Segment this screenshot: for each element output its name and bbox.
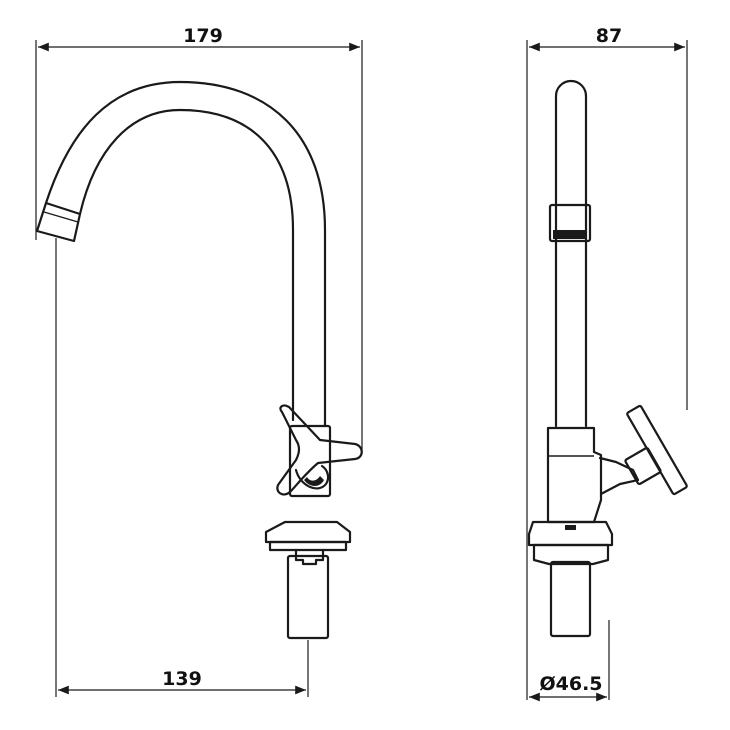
- dimension-label-139: 139: [162, 668, 202, 690]
- side-threaded-shank: [549, 560, 592, 638]
- side-view: 87 Ø46.5: [526, 25, 688, 702]
- side-handle-disc: [626, 404, 688, 496]
- dimension-179: 179: [35, 25, 363, 450]
- side-aerator: [548, 203, 592, 243]
- side-spout-tube: [554, 79, 588, 428]
- side-base-flange: [527, 520, 614, 547]
- spout-tube: [44, 80, 327, 428]
- threaded-shank: [286, 554, 330, 640]
- aerator: [35, 201, 82, 243]
- dimension-139: 139: [55, 238, 309, 697]
- base-clip: [294, 548, 325, 566]
- dimension-diameter: Ø46.5: [529, 620, 610, 702]
- handle-hub: [294, 464, 330, 490]
- dimension-label-87: 87: [596, 25, 622, 47]
- dimension-label-diameter: Ø46.5: [539, 673, 602, 695]
- base-flange: [264, 520, 352, 544]
- dimension-label-179: 179: [183, 25, 223, 47]
- cross-handle: [276, 404, 363, 496]
- dimension-87: 87: [526, 25, 688, 700]
- front-view: 179 139: [35, 25, 363, 697]
- side-handle-stem: [598, 456, 640, 496]
- side-valve-body: [546, 426, 603, 524]
